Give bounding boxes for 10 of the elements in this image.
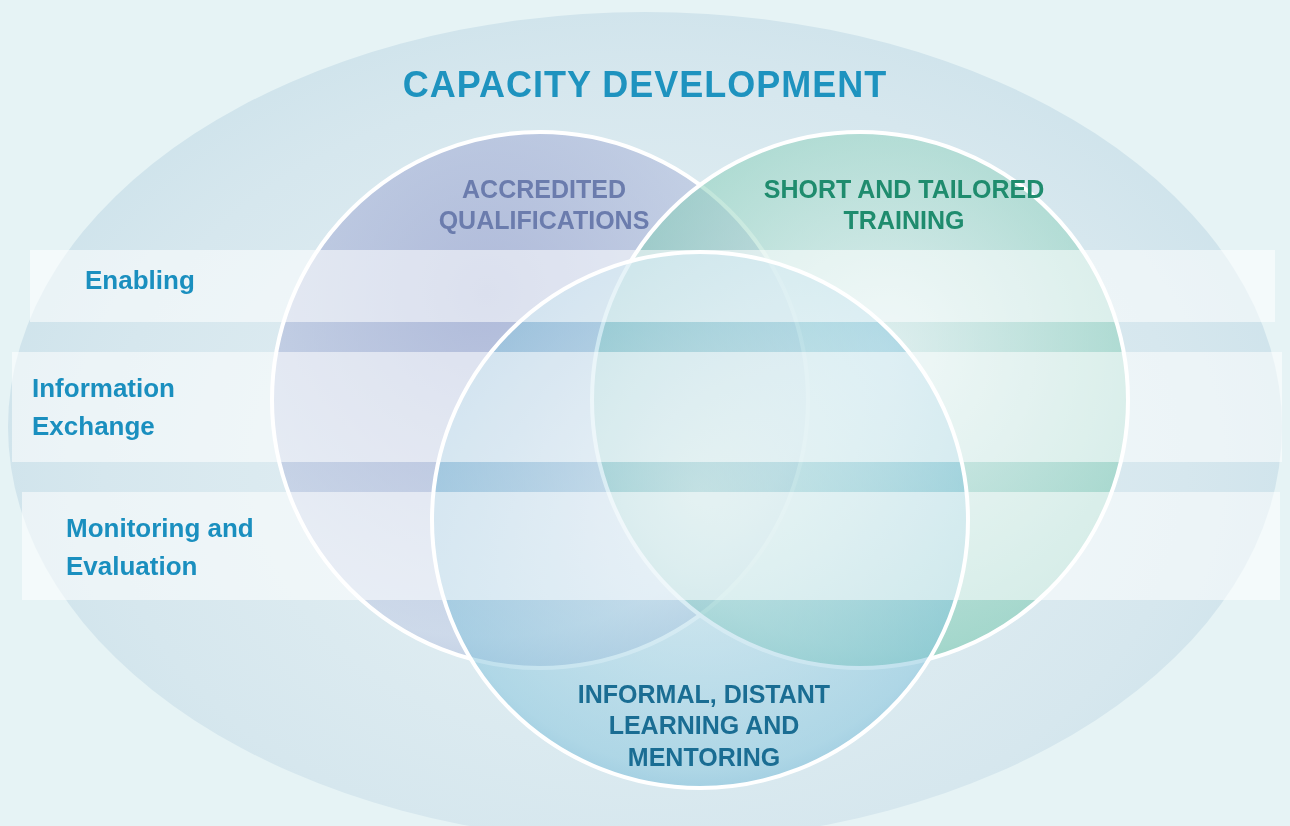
circle-label: SHORT AND TAILORED TRAINING	[762, 174, 1046, 237]
band-label: Information Exchange	[32, 372, 176, 443]
region-heading: CAPACITY DEVELOPMENT	[401, 63, 889, 107]
band	[30, 250, 1275, 322]
band-label: Enabling	[85, 264, 196, 297]
circle-label: INFORMAL, DISTANT LEARNING AND MENTORING	[576, 679, 832, 773]
band	[12, 352, 1282, 462]
band	[22, 492, 1280, 600]
band-label: Monitoring and Evaluation	[66, 512, 255, 583]
circle-label: ACCREDITED QUALIFICATIONS	[437, 174, 651, 237]
